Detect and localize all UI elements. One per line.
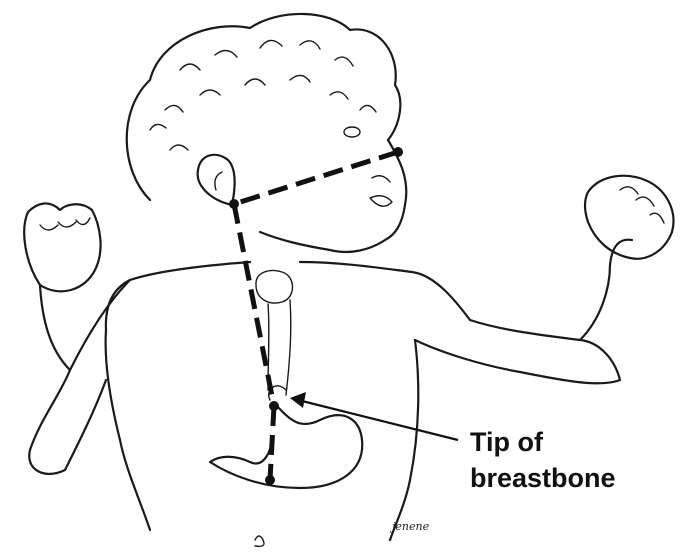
callout-label: Tip of breastbone: [470, 424, 680, 496]
hair: [127, 14, 401, 200]
artist-signature: jenene: [392, 520, 429, 533]
torso: [106, 262, 470, 330]
dashed-line-breastbone-to-stomach: [270, 406, 274, 480]
mouth: [370, 196, 392, 206]
right-arm: [580, 240, 632, 340]
nose-tip-marker: [393, 147, 403, 157]
left-fist: [24, 203, 100, 291]
scribble-mark: [255, 536, 264, 546]
earlobe-marker: [229, 199, 239, 209]
stomach-marker: [265, 475, 275, 485]
thyroid: [256, 271, 293, 304]
eye: [344, 127, 360, 137]
stomach: [210, 405, 362, 488]
breastbone-marker: [269, 401, 279, 411]
callout-line-1: Tip of: [470, 424, 680, 460]
left-arm: [29, 280, 130, 474]
callout-line-2: breastbone: [470, 460, 680, 496]
ear: [198, 155, 235, 205]
callout-arrow: [290, 392, 458, 440]
